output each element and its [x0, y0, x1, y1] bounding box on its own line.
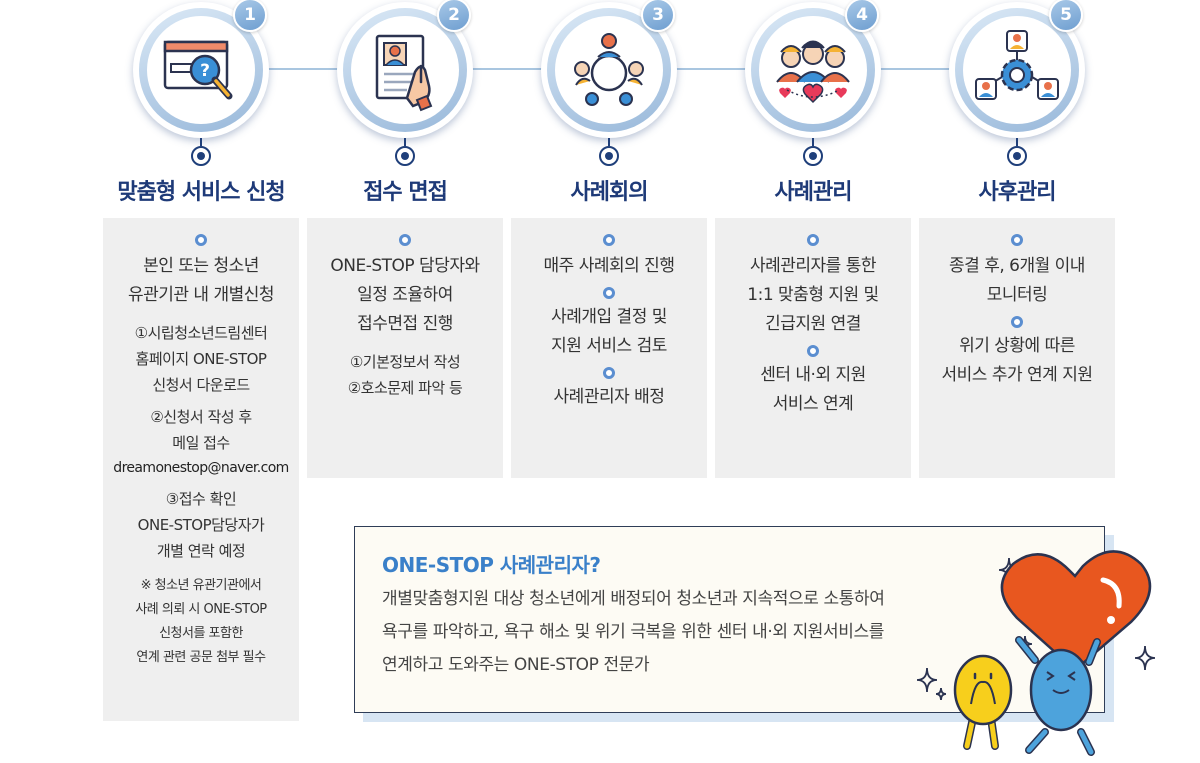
- step-3-panel: 매주 사례회의 진행 사례개입 결정 및 지원 서비스 검토 사례관리자 배정: [511, 218, 707, 478]
- bullet-dot: [1011, 316, 1023, 328]
- bullet-dot: [195, 234, 207, 246]
- step-title: 사례회의: [570, 180, 649, 205]
- bullet-dot: [603, 367, 615, 379]
- document-hand-icon: [375, 34, 433, 112]
- step-1-panel: 본인 또는 청소년 유관기관 내 개별신청 ①시립청소년드림센터 홈페이지 ON…: [103, 218, 299, 721]
- panel-line: 사례관리자를 통한: [749, 256, 877, 276]
- panel-note: ※ 청소년 유관기관에서: [140, 578, 262, 593]
- step-badge: 5: [1049, 0, 1083, 32]
- info-body: 개별맞춤형지원 대상 청소년에게 배정되어 청소년과 지속적으로 소통하여 욕구…: [382, 583, 1022, 682]
- panel-subline: ②호소문제 파악 등: [347, 379, 463, 397]
- blue-mascot: [1015, 636, 1101, 756]
- step-4-circle: 4: [745, 0, 881, 138]
- panel-subline: 신청서 다운로드: [152, 376, 250, 394]
- panel-subline: ONE-STOP담당자가: [137, 516, 265, 534]
- panel-subline: 메일 접수: [172, 434, 230, 452]
- panel-line: 사례관리자 배정: [553, 387, 665, 407]
- bullet-dot: [603, 234, 615, 246]
- step-badge: 4: [845, 0, 879, 32]
- panel-note: 사례 의뢰 시 ONE-STOP: [135, 602, 267, 617]
- panel-line: 센터 내·외 지원: [760, 365, 866, 385]
- panel-line: 본인 또는 청소년: [143, 256, 259, 276]
- bullet-dot: [807, 345, 819, 357]
- timeline-marker: [1007, 146, 1027, 166]
- panel-subline: ①기본정보서 작성: [349, 353, 461, 371]
- bullet-dot: [1011, 234, 1023, 246]
- step-title: 사례관리: [774, 180, 853, 205]
- panel-line: 서비스 연계: [772, 394, 854, 414]
- meeting-table-icon: [574, 33, 644, 106]
- panel-line: 서비스 추가 연계 지원: [941, 365, 1093, 385]
- email-address: dreamonestop@naver.com: [113, 460, 289, 476]
- step-1-circle: ? 1: [133, 0, 269, 138]
- panel-line: 모니터링: [986, 285, 1048, 305]
- panel-line: 종결 후, 6개월 이내: [949, 256, 1085, 276]
- step-3-circle: 3: [541, 0, 677, 138]
- panel-line: 긴급지원 연결: [765, 314, 861, 334]
- step-1: ? 1 맞춤형 서비스 신청 본인 또는 청소년 유관기관 내 개별신청 ①시립…: [103, 0, 299, 763]
- info-line: 개별맞춤형지원 대상 청소년에게 배정되어 청소년과 지속적으로 소통하여: [382, 589, 885, 609]
- step-2-circle: 2: [337, 0, 473, 138]
- panel-line: ONE-STOP 담당자와: [330, 256, 480, 276]
- step-badge: 3: [641, 0, 675, 32]
- timeline-marker: [395, 146, 415, 166]
- bullet-dot: [807, 234, 819, 246]
- step-5-panel: 종결 후, 6개월 이내 모니터링 위기 상황에 따른 서비스 추가 연계 지원: [919, 218, 1115, 478]
- step-5-circle: 5: [949, 0, 1085, 138]
- step-title: 접수 면접: [363, 180, 448, 205]
- step-2: 2 접수 면접 ONE-STOP 담당자와 일정 조율하여 접수면접 진행 ①기…: [307, 0, 503, 763]
- step-title: 사후관리: [978, 180, 1057, 205]
- panel-subline: ③접수 확인: [165, 490, 237, 508]
- info-line: 욕구를 파악하고, 욕구 해소 및 위기 극복을 위한 센터 내·외 지원서비스…: [382, 622, 885, 642]
- step-3: 3 사례회의 매주 사례회의 진행 사례개입 결정 및 지원 서비스 검토 사례…: [511, 0, 707, 763]
- panel-line: 사례개입 결정 및: [551, 307, 667, 327]
- svg-text:?: ?: [200, 61, 210, 81]
- panel-line: 유관기관 내 개별신청: [127, 285, 275, 305]
- panel-subline: 개별 연락 예정: [156, 542, 246, 560]
- network-gear-icon: [975, 30, 1059, 100]
- info-title: ONE-STOP 사례관리자?: [382, 553, 601, 577]
- timeline-marker: [599, 146, 619, 166]
- mascot-illustration: [916, 550, 1156, 756]
- info-line: 연계하고 도와주는 ONE-STOP 전문가: [382, 655, 650, 675]
- panel-line: 일정 조율하여: [357, 285, 453, 305]
- step-4-panel: 사례관리자를 통한 1:1 맞춤형 지원 및 긴급지원 연결 센터 내·외 지원…: [715, 218, 911, 478]
- panel-line: 매주 사례회의 진행: [543, 256, 675, 276]
- panel-note: 연계 관련 공문 첨부 필수: [136, 650, 266, 665]
- bullet-dot: [399, 234, 411, 246]
- step-badge: 2: [437, 0, 471, 32]
- panel-subline: 홈페이지 ONE-STOP: [135, 350, 267, 368]
- step-title: 맞춤형 서비스 신청: [117, 180, 285, 205]
- step-5: 5 사후관리 종결 후, 6개월 이내 모니터링 위기 상황에 따른 서비스 추…: [919, 0, 1115, 763]
- panel-subline: ②신청서 작성 후: [150, 408, 252, 426]
- timeline-marker: [803, 146, 823, 166]
- step-2-panel: ONE-STOP 담당자와 일정 조율하여 접수면접 진행 ①기본정보서 작성 …: [307, 218, 503, 478]
- panel-line: 접수면접 진행: [357, 314, 453, 334]
- timeline-marker: [191, 146, 211, 166]
- heart-icon: [1000, 550, 1152, 672]
- panel-subline: ①시립청소년드림센터: [134, 324, 268, 342]
- search-window-icon: ?: [163, 40, 233, 100]
- yellow-mascot: [953, 654, 1013, 750]
- step-badge: 1: [233, 0, 267, 32]
- panel-line: 지원 서비스 검토: [551, 336, 667, 356]
- panel-note: 신청서를 포함한: [159, 626, 243, 641]
- bullet-dot: [603, 287, 615, 299]
- people-heart-icon: [776, 40, 850, 104]
- panel-line: 1:1 맞춤형 지원 및: [747, 285, 879, 305]
- panel-line: 위기 상황에 따른: [959, 336, 1075, 356]
- step-4: 4 사례관리 사례관리자를 통한 1:1 맞춤형 지원 및 긴급지원 연결 센터…: [715, 0, 911, 763]
